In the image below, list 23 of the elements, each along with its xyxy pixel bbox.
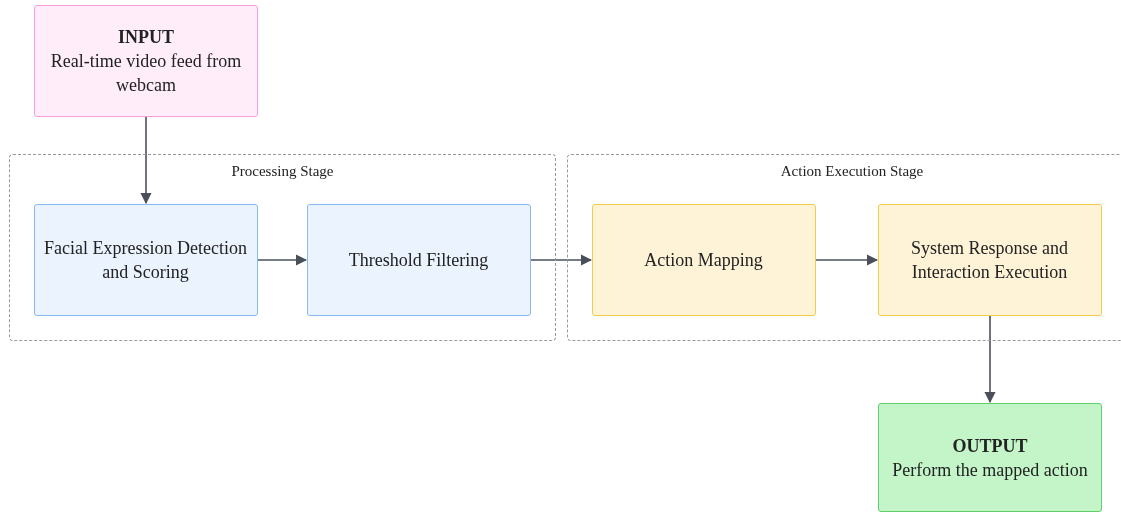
arrow [257,254,308,266]
arrow [530,254,593,266]
box-heading: OUTPUT [951,434,1029,458]
input-box [34,5,258,117]
box-text: System Response and Interaction Execution [910,236,1069,284]
stage-group [567,154,1121,341]
stage-title: Processing Stage [231,163,334,180]
box-text: Real-time video feed from webcam [49,50,243,97]
stage-title: Action Execution Stage [780,163,924,180]
box-text: Threshold Filtering [347,248,490,272]
process-box [306,203,531,316]
process-box [33,203,258,316]
arrow [140,116,152,205]
process-box [877,203,1102,316]
output-box [878,403,1102,512]
box-text: Action Mapping [643,248,764,272]
stage-group [9,154,556,341]
box-text: Perform the mapped action [891,458,1089,482]
process-box [591,203,816,316]
arrow [815,254,879,266]
box-text: Facial Expression Detection and Scoring [43,236,248,284]
box-heading: INPUT [117,26,175,49]
arrow [984,315,996,404]
